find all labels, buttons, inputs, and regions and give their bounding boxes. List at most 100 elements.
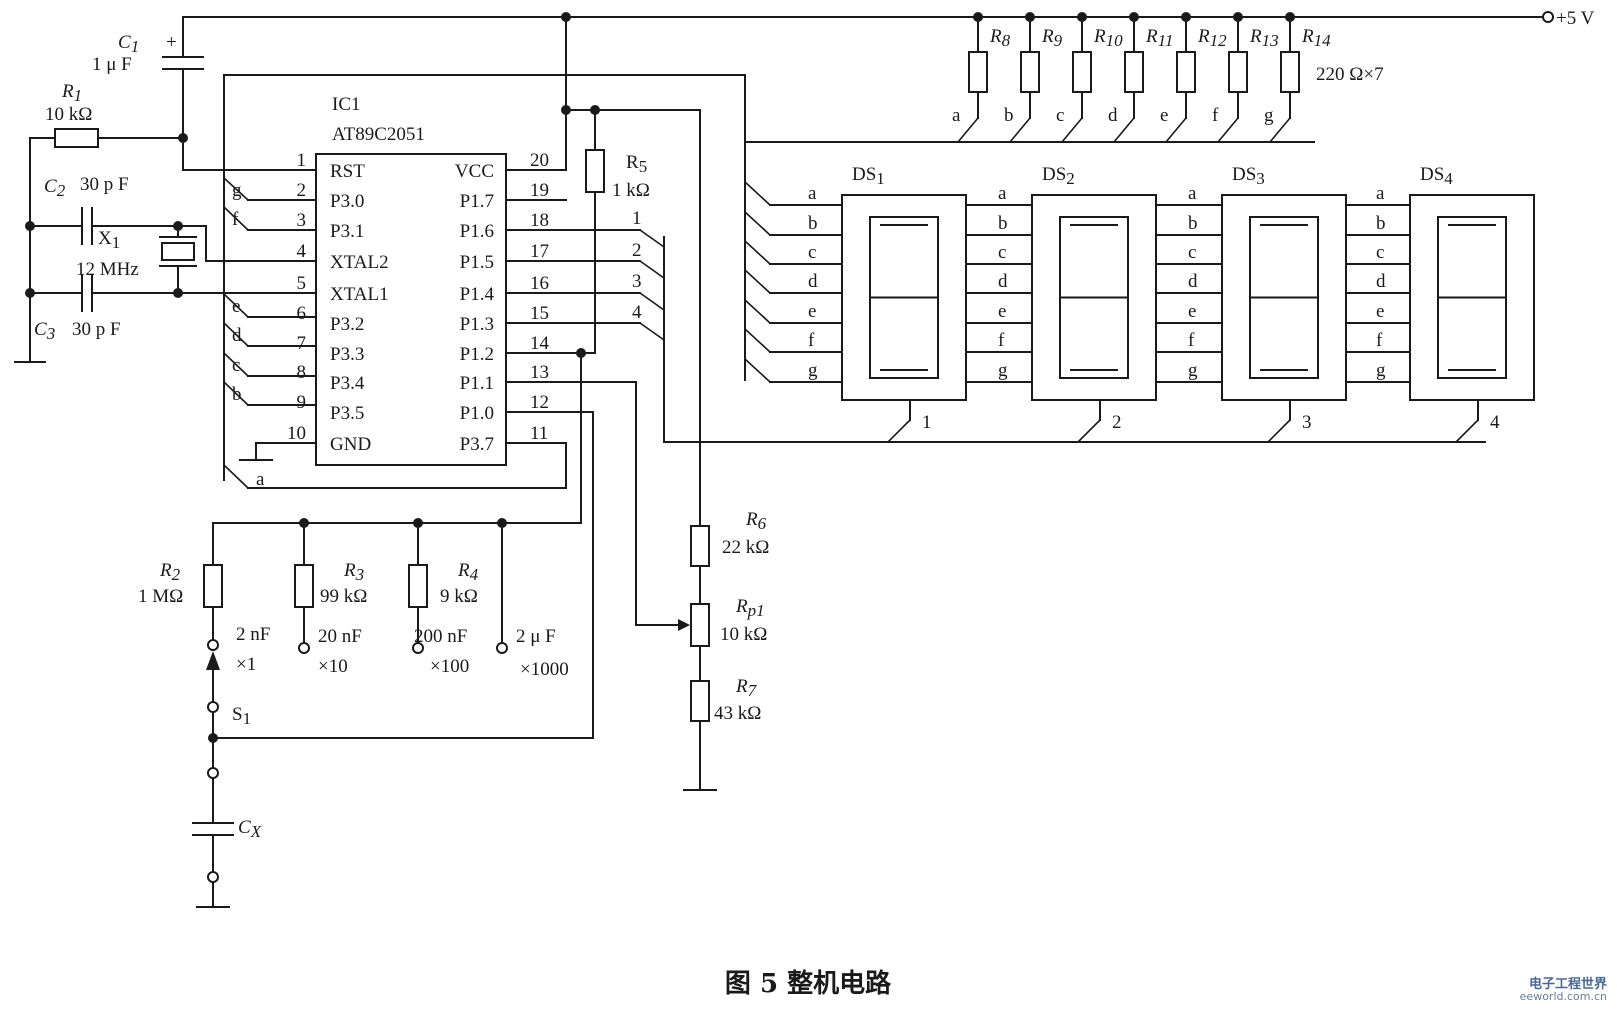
resistor-array-seg: e — [1160, 105, 1168, 126]
r3-ref: R3 — [343, 560, 364, 584]
resistor-array-ref: R14 — [1301, 26, 1331, 50]
display-seg-label: g — [1188, 360, 1198, 381]
display-ref: DS4 — [1420, 164, 1453, 188]
x1-ref: X1 — [98, 228, 120, 252]
net-label-c: c — [232, 355, 240, 376]
ic-pin-name-left: P3.5 — [330, 403, 364, 424]
ic-pin-num-left: 7 — [297, 333, 307, 354]
resistor-r1: R1 10 kΩ — [14, 81, 188, 363]
display-ref: DS3 — [1232, 164, 1265, 188]
bus-digit-4: 4 — [632, 302, 642, 323]
display-seg-label: a — [1188, 183, 1197, 204]
display-seg-label: d — [808, 271, 818, 292]
display-seg-label: b — [998, 213, 1008, 234]
r4-mult: ×100 — [430, 656, 469, 677]
r6-value: 22 kΩ — [722, 537, 769, 558]
resistor-array-seg: f — [1212, 105, 1219, 126]
ic-pin-name-left: P3.4 — [330, 373, 365, 394]
r4-ref: R4 — [457, 560, 479, 584]
ic-pin-name-right: P1.2 — [460, 344, 494, 365]
ic-pin-name-left: P3.0 — [330, 191, 364, 212]
resistor-array-ref: R10 — [1093, 26, 1123, 50]
ic-pin-num-left: 4 — [297, 241, 307, 262]
ic-pin-num-right: 14 — [530, 333, 550, 354]
display-seg-label: d — [1188, 271, 1198, 292]
resistor-array-seg: a — [952, 105, 961, 126]
rp1-value: 10 kΩ — [720, 624, 767, 645]
resistor-array-body — [1072, 51, 1092, 93]
display-seg-label: e — [808, 301, 816, 322]
c3-value: 30 p F — [72, 319, 121, 340]
ic-pin-num-left: 9 — [297, 392, 307, 413]
resistor-array-body — [1020, 51, 1040, 93]
display-seg-label: b — [1376, 213, 1386, 234]
r7-value: 43 kΩ — [714, 703, 761, 724]
r5-value: 1 kΩ — [612, 180, 650, 201]
ic-at89c2051: IC1 AT89C2051 — [239, 12, 641, 466]
ic-pin-name-left: XTAL2 — [330, 252, 389, 273]
divider-chain: R6 22 kΩ Rp1 10 kΩ R7 43 kΩ — [580, 109, 769, 791]
resistor-array-ref: R8 — [989, 26, 1011, 50]
r4-cap: 200 nF — [414, 626, 467, 647]
display-seg-label: f — [998, 330, 1005, 351]
r1-ref: R1 — [61, 81, 82, 105]
ic-pin-num-left: 1 — [297, 150, 307, 171]
watermark-line1: 电子工程世界 — [1528, 977, 1607, 992]
resistor-array-body — [1176, 51, 1196, 93]
display-seg-label: f — [1376, 330, 1383, 351]
resistor-array-seg: b — [1004, 105, 1014, 126]
r2-ref: R2 — [159, 560, 181, 584]
net-label-b: b — [232, 384, 242, 405]
r6-ref: R6 — [745, 509, 767, 533]
c3-ref: C3 — [34, 319, 55, 343]
r4-value: 9 kΩ — [440, 586, 478, 607]
ic-pin-name-right: P1.6 — [460, 221, 494, 242]
ic-pin-labels: RST1VCC20P3.02P1.719P3.13P1.618XTAL24P1.… — [287, 150, 550, 455]
resistor-array-seg: d — [1108, 105, 1118, 126]
ic-ref: IC1 — [332, 94, 361, 115]
r7-ref: R7 — [735, 676, 758, 700]
display-ref: DS1 — [852, 164, 885, 188]
resistor-array-seg: g — [1264, 105, 1274, 126]
net-label-e: e — [232, 296, 240, 317]
c1-ref: C1 — [118, 32, 139, 56]
ic-pin-num-left: 8 — [297, 362, 307, 383]
display-seg-label: c — [1376, 242, 1384, 263]
watermark-line2: eeworld.com.cn — [1519, 990, 1607, 1003]
r5-ref: R5 — [626, 152, 647, 176]
display-seg-label: b — [808, 213, 818, 234]
r3-mult: ×10 — [318, 656, 348, 677]
display-seg-label: a — [998, 183, 1007, 204]
ic-part: AT89C2051 — [332, 124, 425, 145]
cx-ref: CX — [238, 817, 262, 841]
c2-ref: C2 — [44, 176, 66, 200]
c1-value: 1 μ F — [92, 54, 132, 75]
display-seg-label: a — [808, 183, 817, 204]
display-seg-label: g — [998, 360, 1008, 381]
digit-select-bus: 1 2 3 4 — [632, 208, 1486, 443]
bus-digit-3: 3 — [632, 271, 642, 292]
ic-pin-name-right: P1.1 — [460, 373, 494, 394]
range4-mult: ×1000 — [520, 659, 569, 680]
supply-label: +5 V — [1556, 8, 1595, 29]
resistor-array-value: 220 Ω×7 — [1316, 64, 1384, 85]
net-label-g: g — [232, 180, 242, 201]
ic-pin-name-left: P3.3 — [330, 344, 364, 365]
ic-pin-num-left: 10 — [287, 423, 306, 444]
figure-caption: 图 5 整机电路 — [725, 968, 892, 999]
ic-pin-name-left: XTAL1 — [330, 284, 389, 305]
c1-plus: + — [166, 32, 177, 53]
resistor-array-body — [1280, 51, 1300, 93]
crystal-circuit: C2 30 p F X1 12 MHz C3 30 p F — [25, 174, 317, 343]
r3-cap: 20 nF — [318, 626, 362, 647]
resistor-array-ref: R11 — [1145, 26, 1173, 50]
c2-value: 30 p F — [80, 174, 129, 195]
display-ref: DS2 — [1042, 164, 1075, 188]
ic-pin-num-right: 17 — [530, 241, 549, 262]
